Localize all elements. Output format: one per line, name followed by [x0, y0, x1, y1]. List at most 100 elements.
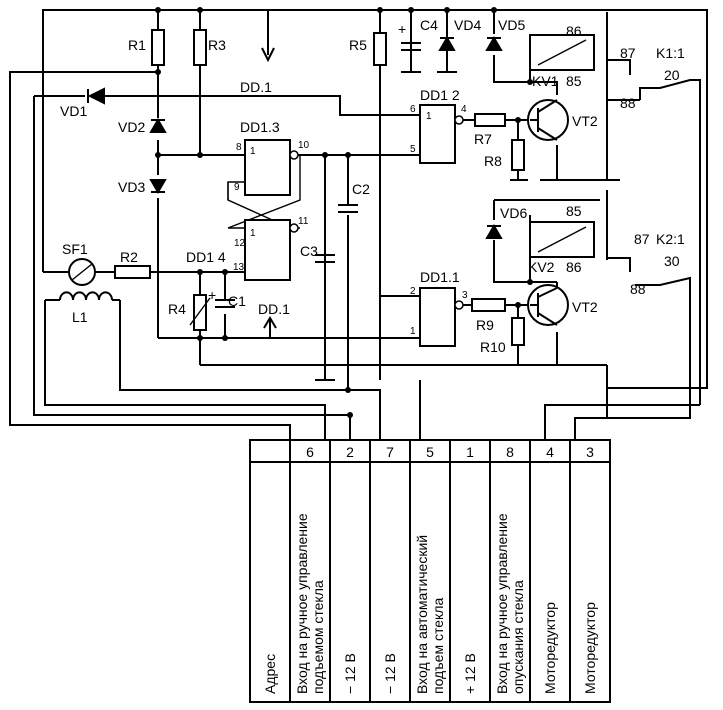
resistors: [114, 29, 525, 346]
vd1-diode: [87, 87, 105, 105]
label-r3: R3: [208, 37, 226, 53]
pin-dd14-11: 11: [298, 216, 309, 227]
r3-body: [193, 29, 207, 66]
connector-pin-label: + 12 В: [462, 653, 478, 694]
label-r7: R7: [474, 131, 492, 147]
label-vd5: VD5: [498, 17, 525, 33]
label-l1: L1: [72, 309, 88, 325]
connector-pin-number: 4: [546, 444, 554, 460]
label-kv1: KV1: [532, 73, 559, 89]
pin-dd14-1: 1: [250, 228, 256, 239]
pin-dd11-3: 3: [462, 290, 468, 301]
label-c4: C4: [420, 17, 438, 33]
label-dd12: DD1 2: [420, 87, 460, 103]
label-r5: R5: [349, 37, 367, 53]
vd5-diode: [485, 36, 503, 51]
connector-pin-number: 7: [386, 444, 394, 460]
pin-dd14-12: 12: [234, 238, 246, 249]
label-plus-c1: +: [208, 287, 216, 303]
pin-dd12-1: 1: [426, 111, 432, 122]
r9-body: [471, 298, 506, 312]
connector-pin-label: Вход на ручное управлениеподъемом стекла: [294, 513, 326, 694]
pin-dd12-4: 4: [461, 104, 467, 115]
label-vt2b: VT2: [572, 299, 598, 315]
label-dd1-top: DD.1: [240, 79, 272, 95]
label-dd11: DD1.1: [420, 269, 460, 285]
label-c3: C3: [300, 243, 318, 259]
connector-pin-label: Моторедуктор: [582, 602, 598, 694]
pin-dd12-5: 5: [410, 144, 416, 155]
connector-pin-label: Моторедуктор: [542, 602, 558, 694]
logic-gates: [244, 104, 464, 347]
label-c1: C1: [228, 293, 246, 309]
connector-pin-number: 8: [506, 444, 514, 460]
vd4-diode: [438, 36, 456, 51]
connector-pin-label: Вход на автоматическийподъем стекла: [414, 535, 446, 694]
pin-dd13-1: 1: [250, 146, 256, 157]
pin-dd12-6: 6: [410, 104, 416, 115]
connector-pin-number: 3: [586, 444, 594, 460]
gate-dd12: [419, 104, 456, 164]
label-85b: 85: [566, 203, 582, 219]
label-vd3: VD3: [118, 179, 145, 195]
label-r8: R8: [484, 153, 502, 169]
misc-parts: [59, 30, 277, 329]
label-85: 85: [566, 73, 582, 89]
label-88b: 88: [630, 281, 646, 297]
gate-dd13: [244, 139, 291, 196]
gate-dd11: [419, 287, 456, 347]
l1-inductor: [59, 291, 113, 301]
label-30: 30: [664, 253, 680, 269]
label-dd14: DD1 4: [186, 249, 226, 265]
label-87b: 87: [634, 231, 650, 247]
label-87: 87: [620, 45, 636, 61]
label-vd4: VD4: [454, 17, 481, 33]
connector-pin-label: − 12 В: [382, 653, 398, 694]
label-86b: 86: [566, 259, 582, 275]
labels: R1 R3 R5 C4 + VD4 VD5 86 KV1 85 87 K1:1 …: [60, 17, 685, 355]
label-dd13: DD1.3: [240, 119, 280, 135]
pin-dd13-9: 9: [234, 182, 240, 193]
diodes: [87, 36, 503, 239]
connector-pin-label: − 12 В: [342, 653, 358, 694]
label-vd2: VD2: [118, 119, 145, 135]
label-r10: R10: [480, 339, 506, 355]
gate-dd14: [244, 219, 291, 281]
wires: [9, 9, 708, 448]
r5-body: [373, 32, 387, 66]
label-kv2: KV2: [528, 259, 555, 275]
label-plus-c4: +: [398, 21, 406, 37]
label-r2: R2: [120, 249, 138, 265]
pin-numbers: 1 4 6 5 1 8 10 9 1 11 12 13 2 3 1: [233, 104, 468, 337]
relays: [529, 34, 595, 258]
connector-pin-number: 2: [346, 444, 354, 460]
r2-body: [114, 265, 151, 279]
vd2-diode: [149, 118, 167, 133]
label-c2: C2: [352, 181, 370, 197]
r8-body: [511, 139, 525, 171]
r10-body: [511, 317, 525, 346]
connector-pin-number: 5: [426, 444, 434, 460]
vd6-diode: [485, 224, 503, 239]
label-vd1: VD1: [60, 103, 87, 119]
label-r9: R9: [476, 317, 494, 333]
r1-body: [151, 29, 165, 66]
label-20: 20: [664, 67, 680, 83]
r7-body: [474, 113, 506, 127]
label-sf1: SF1: [62, 241, 88, 257]
transistors: [527, 99, 569, 326]
connector-pin-label: Вход на ручное управлениеопускания стекл…: [494, 513, 526, 694]
pin-dd14-13: 13: [233, 262, 245, 273]
label-k2: K2:1: [656, 231, 685, 247]
label-r4: R4: [168, 301, 186, 317]
label-88: 88: [620, 95, 636, 111]
label-vd6: VD6: [500, 205, 527, 221]
label-vt2a: VT2: [572, 113, 598, 129]
pin-dd11-1: 1: [410, 326, 416, 337]
label-r1: R1: [128, 37, 146, 53]
label-k1: K1:1: [656, 45, 685, 61]
vd3-diode: [149, 179, 167, 194]
pin-dd11-2: 2: [410, 286, 416, 297]
